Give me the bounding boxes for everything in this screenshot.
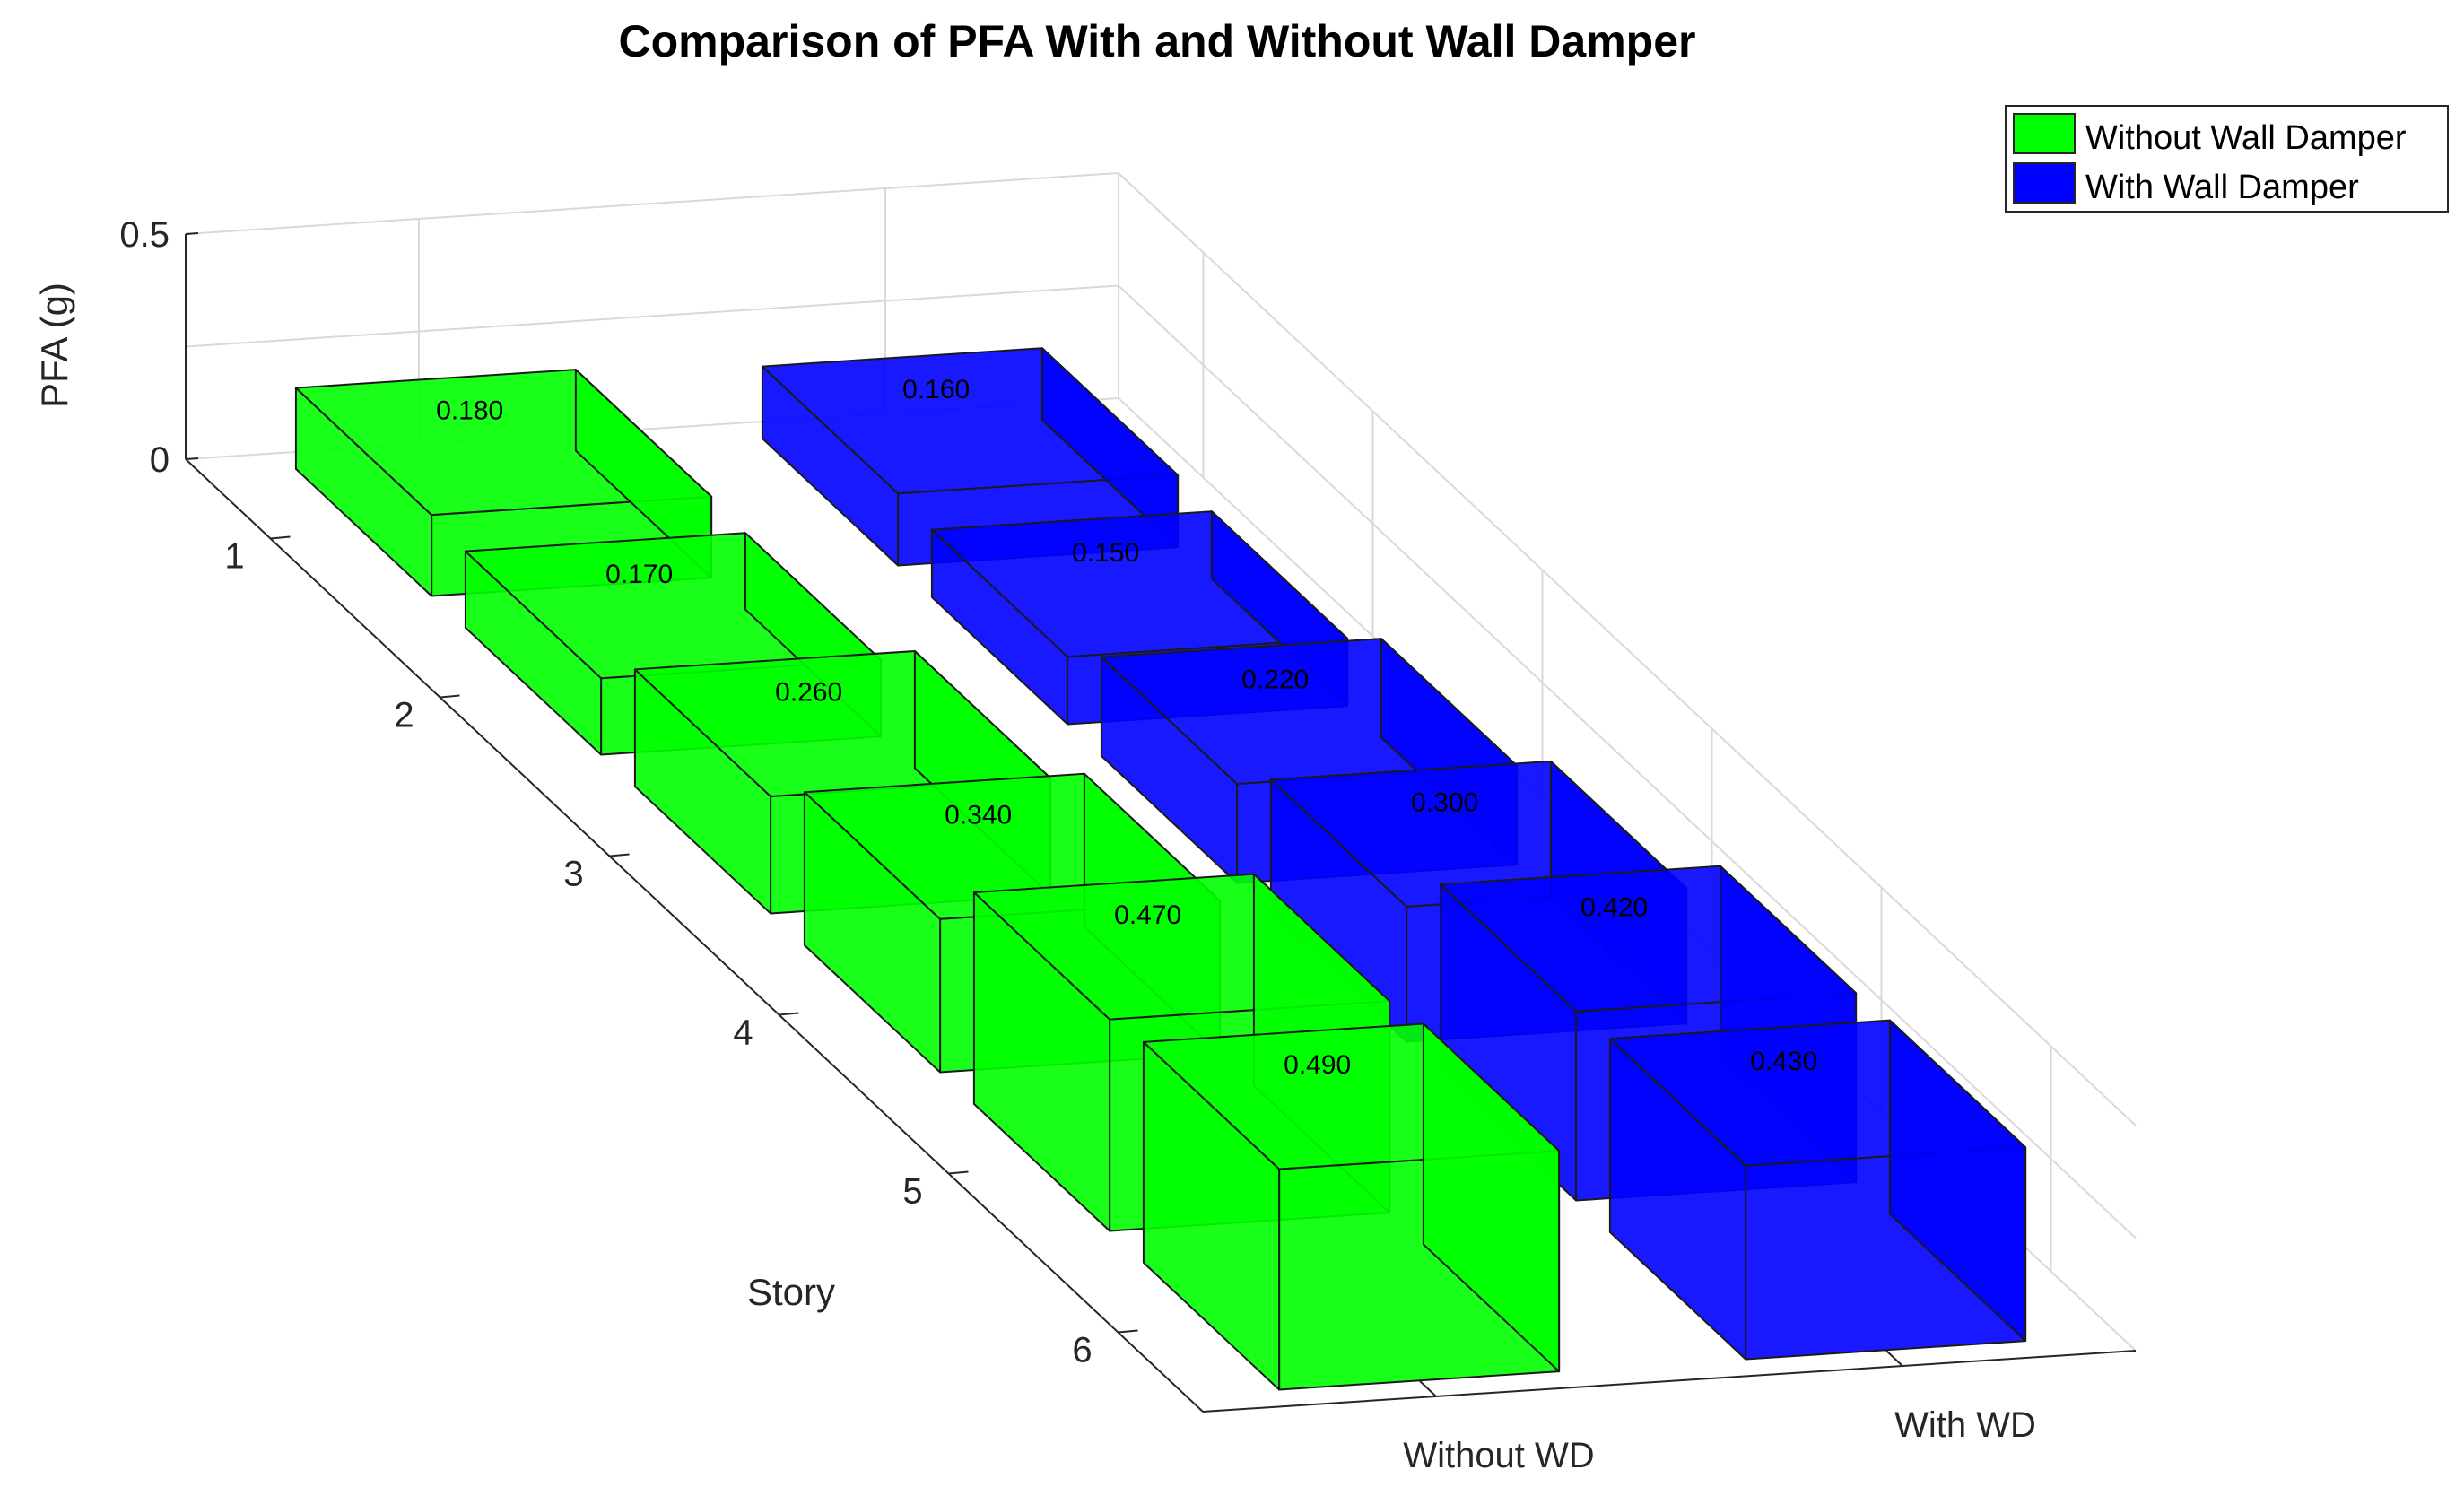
story-tick-label-2: 2 <box>394 696 414 735</box>
z-tick-label-0.5: 0.5 <box>119 215 170 255</box>
story-tick-mark <box>440 694 460 699</box>
data-label: 0.170 <box>605 560 673 589</box>
data-label: 0.420 <box>1580 892 1648 922</box>
story-tick-mark <box>609 853 630 857</box>
y-axis-label: Story <box>747 1271 835 1313</box>
story-tick-mark <box>779 1012 799 1016</box>
bar-side-face <box>1040 347 1180 549</box>
data-label: 0.150 <box>1072 538 1139 568</box>
legend-swatch-without-wall-damper <box>2013 113 2076 154</box>
story-tick-mark <box>270 535 291 540</box>
x-tick-label-2: With WD <box>1894 1405 2036 1445</box>
x-tick-mark <box>1885 1350 1903 1367</box>
legend: Without Wall Damper With Wall Damper <box>2005 105 2449 213</box>
chart-title: Comparison of PFA With and Without Wall … <box>619 16 1696 66</box>
data-label: 0.220 <box>1241 665 1309 695</box>
data-label: 0.160 <box>902 375 970 404</box>
back-wall-top-edge <box>185 172 1119 235</box>
data-label: 0.340 <box>945 800 1012 830</box>
x-tick-label-1: Without WD <box>1403 1436 1594 1475</box>
bar-layer <box>294 347 2027 1391</box>
z-gridline <box>185 284 2137 1239</box>
bar-side-face <box>1422 1022 1561 1373</box>
z-tick-mark <box>185 232 199 235</box>
story-tick-label-3: 3 <box>563 855 583 894</box>
x-axis-line <box>1202 1350 2137 1413</box>
z-axis-label: PFA (g) <box>33 283 75 408</box>
data-label: 0.260 <box>775 678 842 708</box>
data-label: 0.180 <box>436 396 503 426</box>
legend-box <box>2005 105 2449 213</box>
data-label: 0.490 <box>1284 1050 1351 1080</box>
bar-without-wd-story-6 <box>1142 1022 1561 1391</box>
story-tick-label-4: 4 <box>733 1013 753 1053</box>
legend-entry-with-wall-damper: With Wall Damper <box>2085 169 2359 206</box>
legend-entry-without-wall-damper: Without Wall Damper <box>2085 119 2407 157</box>
data-label: 0.430 <box>1750 1047 1817 1076</box>
bar-with-wd-story-6 <box>1608 1019 2027 1361</box>
side-wall-top-edge <box>1118 172 2137 1126</box>
label-layer: 0.180 0.160 0.170 0.150 0.260 0.220 0.340 0.300… <box>436 375 1817 1080</box>
bar-side-face <box>574 369 713 579</box>
z-tick-label-0: 0 <box>150 440 170 480</box>
z-tick-mark <box>185 457 199 460</box>
story-tick-mark <box>948 1170 969 1175</box>
legend-swatch-with-wall-damper <box>2013 162 2076 204</box>
bar-side-face <box>1888 1019 2027 1343</box>
story-tick-label-5: 5 <box>902 1172 922 1212</box>
data-label: 0.470 <box>1114 900 1181 930</box>
data-label: 0.300 <box>1411 788 1478 818</box>
story-tick-mark <box>1118 1329 1138 1334</box>
story-tick-label-6: 6 <box>1072 1331 1092 1370</box>
story-axis-line <box>185 458 1204 1413</box>
x-tick-mark <box>1419 1380 1437 1397</box>
story-tick-label-1: 1 <box>224 537 244 577</box>
